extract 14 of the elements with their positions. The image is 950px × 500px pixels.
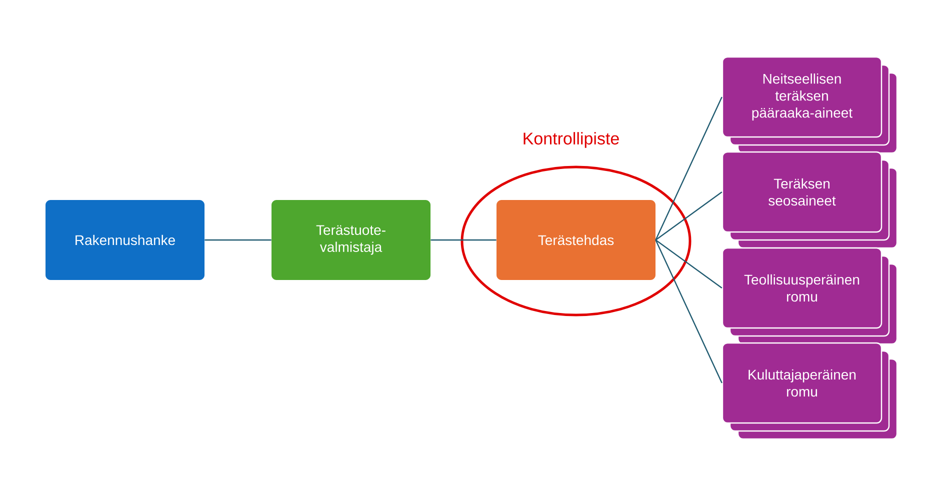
process-box: Terästuote-valmistaja xyxy=(272,200,430,280)
stacked-box: Teräksen seosaineet xyxy=(722,151,898,249)
process-box: Terästehdas xyxy=(496,200,656,280)
connector-line xyxy=(204,239,272,241)
process-box: Rakennushanke xyxy=(46,200,204,280)
stacked-box: Teollisuusperäinen romu xyxy=(722,247,898,345)
stacked-box: Kuluttajaperäinen romu xyxy=(722,342,898,440)
connector-line xyxy=(655,192,722,240)
stacked-box: Neitseellisen teräksen pääraaka-aineet xyxy=(722,56,898,154)
connector-line xyxy=(655,240,722,288)
node-label: Kontrollipiste xyxy=(524,132,619,148)
connector-line xyxy=(655,240,722,384)
connector-line xyxy=(655,96,722,240)
connector-line xyxy=(430,239,496,241)
